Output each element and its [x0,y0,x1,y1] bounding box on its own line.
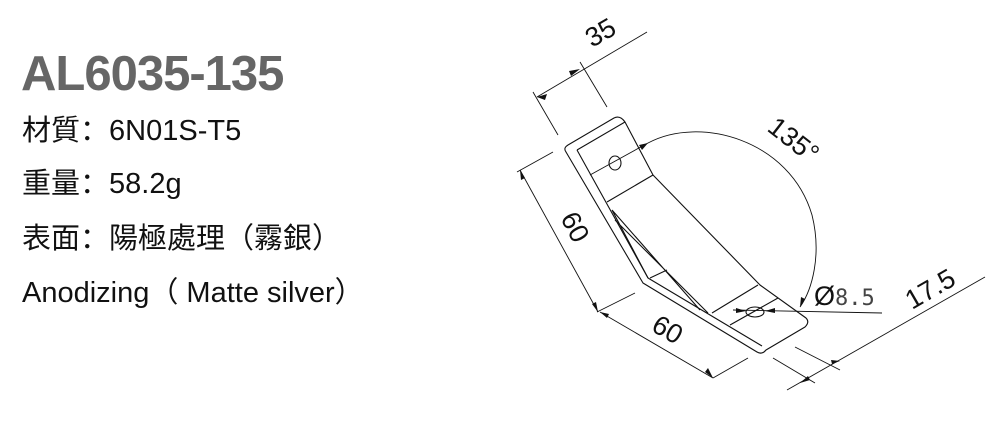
dim-hole-leader [732,309,883,314]
spec-value: 陽極處理（霧銀） [109,223,342,255]
model-title: AL6035-135 [21,47,284,101]
bracket-face-line-1 [711,284,759,314]
spec-surface: 表面：陽極處理（霧銀） [22,222,341,256]
spec-value: 6N01S-T5 [109,115,242,147]
spec-material: 材質：6N01S-T5 [22,114,241,148]
dim-angle-label: 135° [762,111,824,169]
dim-35-extension [532,61,608,136]
dim-17-5-label: 17.5 [900,263,961,315]
bracket-rib [611,209,709,314]
bracket-face-line-2 [729,297,779,326]
spec-weight: 重量：58.2g [22,167,182,201]
hole-diameter-value: 8.5 [835,286,875,311]
dimension-arrows [520,69,840,383]
dim-60-left-label: 60 [555,207,596,248]
dim-60-left-extension [516,151,636,313]
spec-value: 58.2g [109,168,182,200]
dim-angle-arc [589,131,817,308]
dim-17-5-line [786,276,986,391]
spec-label: 表面 [22,223,81,255]
dim-35-line [536,31,648,98]
dim-35-label: 35 [580,12,621,53]
dim-60-bottom-label: 60 [647,309,688,350]
dim-hole-label: Ø8.5 [814,281,875,311]
bracket-bend-line-top [606,174,654,203]
bracket-outline [564,116,809,354]
dim-60-left-line [519,169,599,313]
spec-separator: ： [80,115,110,147]
dim-60-bottom-line [599,311,749,379]
diameter-symbol: Ø [814,281,835,311]
spec-finish-english: Anodizing（ Matte silver） [22,277,364,309]
spec-label: 重量 [22,168,81,200]
spec-label: 材質 [22,115,81,147]
spec-separator: ： [80,223,110,255]
bracket-top-face [576,121,626,151]
spec-separator: ： [80,168,110,200]
hole-upper [608,155,622,171]
hole-lower [745,306,765,318]
bracket-bend-line-bottom [649,269,668,279]
